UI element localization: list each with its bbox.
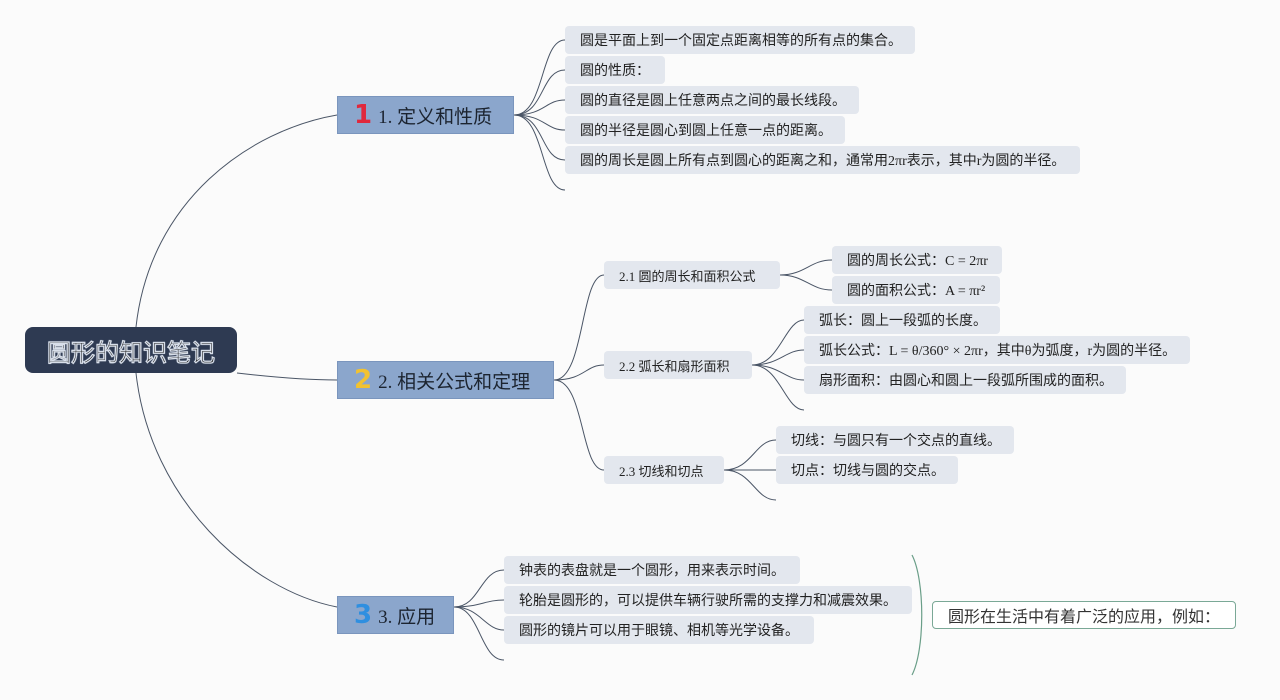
- subtopic-2-1-item-1[interactable]: 圆的周长公式：C = 2πr: [832, 246, 1002, 274]
- subtopic-2-1[interactable]: 2.1 圆的周长和面积公式: [604, 261, 780, 289]
- connector-branch3-leaves: [453, 569, 505, 661]
- subtopic-2-3-item-1[interactable]: 切线：与圆只有一个交点的直线。: [776, 426, 1014, 454]
- connector-branch2-subtopics: [553, 274, 605, 471]
- connector-sub22-leaves: [751, 319, 805, 411]
- root-topic[interactable]: 圆形的知识笔记: [25, 327, 237, 373]
- branch-3-item-3[interactable]: 圆形的镜片可以用于眼镜、相机等光学设备。: [504, 616, 814, 644]
- branch-3-item-2[interactable]: 轮胎是圆形的，可以提供车辆行驶所需的支撑力和减震效果。: [504, 586, 912, 614]
- subtopic-2-3[interactable]: 2.3 切线和切点: [604, 456, 724, 484]
- root-topic-label: 圆形的知识笔记: [47, 338, 215, 367]
- summary-note[interactable]: 圆形在生活中有着广泛的应用，例如：: [932, 601, 1236, 629]
- branch-1-item-3[interactable]: 圆的直径是圆上任意两点之间的最长线段。: [565, 86, 859, 114]
- subtopic-2-3-item-2[interactable]: 切点：切线与圆的交点。: [776, 456, 958, 484]
- connector-branch1-leaves: [513, 39, 566, 191]
- subtopic-2-2[interactable]: 2.2 弧长和扇形面积: [604, 351, 752, 379]
- branch-1-item-4[interactable]: 圆的半径是圆心到圆上任意一点的距离。: [565, 116, 845, 144]
- subtopic-2-1-item-2[interactable]: 圆的面积公式：A = πr²: [832, 276, 1000, 304]
- connector-root-branch1: [135, 114, 338, 328]
- subtopic-2-2-item-3[interactable]: 扇形面积：由圆心和圆上一段弧所围成的面积。: [804, 366, 1126, 394]
- connector-sub23-leaves: [723, 439, 777, 501]
- branch-1-item-1[interactable]: 圆是平面上到一个固定点距离相等的所有点的集合。: [565, 26, 915, 54]
- branch-2-label: 2. 相关公式和定理: [378, 371, 531, 393]
- branch-3-item-1[interactable]: 钟表的表盘就是一个圆形，用来表示时间。: [504, 556, 800, 584]
- branch-2-topic[interactable]: 2 2. 相关公式和定理: [337, 361, 554, 399]
- subtopic-2-2-item-1[interactable]: 弧长：圆上一段弧的长度。: [804, 306, 1000, 334]
- number-3-icon: 3: [354, 600, 373, 630]
- number-2-icon: 2: [354, 365, 373, 395]
- branch-1-topic[interactable]: 1 1. 定义和性质: [337, 96, 514, 134]
- connector-root-branch3: [135, 372, 338, 608]
- branch-3-topic[interactable]: 3 3. 应用: [337, 596, 454, 634]
- branch-1-item-5[interactable]: 圆的周长是圆上所有点到圆心的距离之和，通常用2πr表示，其中r为圆的半径。: [565, 146, 1080, 174]
- subtopic-2-2-item-2[interactable]: 弧长公式：L = θ/360° × 2πr，其中θ为弧度，r为圆的半径。: [804, 336, 1190, 364]
- branch-3-label: 3. 应用: [378, 606, 436, 628]
- number-1-icon: 1: [354, 100, 373, 130]
- connector-root-branch2: [236, 372, 338, 381]
- connector-sub21-leaves: [779, 259, 833, 291]
- summary-bracket: [911, 554, 923, 676]
- branch-1-label: 1. 定义和性质: [378, 106, 493, 128]
- branch-1-item-2[interactable]: 圆的性质：: [565, 56, 665, 84]
